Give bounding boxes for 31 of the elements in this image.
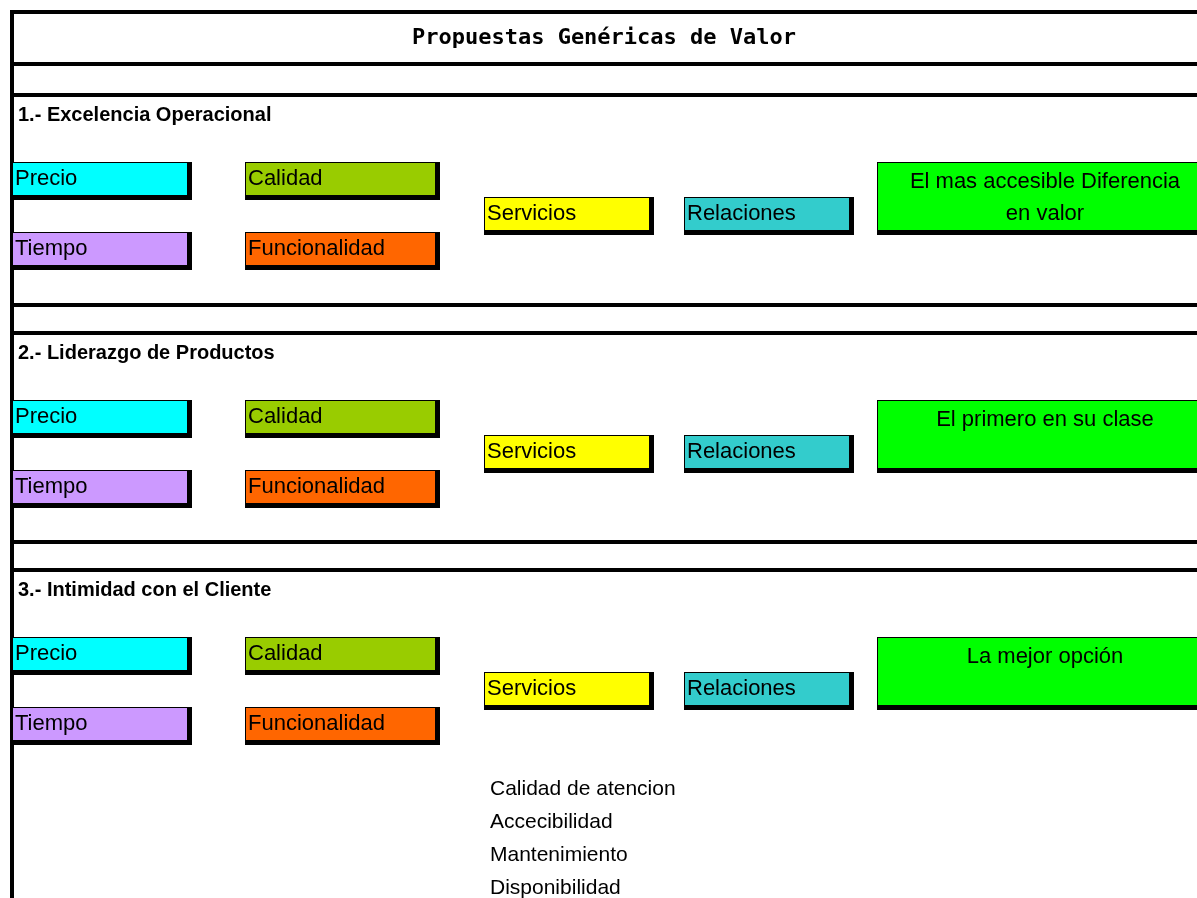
value-attribute-tag: Servicios xyxy=(484,197,654,235)
value-attribute-tag: Precio xyxy=(12,162,192,200)
value-attribute-tag: Tiempo xyxy=(12,232,192,270)
value-attribute-tag: Servicios xyxy=(484,672,654,710)
value-proposition-tag: La mejor opción xyxy=(877,637,1197,710)
value-attribute-tag: Funcionalidad xyxy=(245,232,440,270)
value-proposition-tag: El mas accesible Diferencia en valor xyxy=(877,162,1197,235)
value-attribute-tag: Relaciones xyxy=(684,672,854,710)
section-heading: 3.- Intimidad con el Cliente xyxy=(18,578,272,601)
value-attribute-tag: Funcionalidad xyxy=(245,707,440,745)
value-attribute-tag: Calidad xyxy=(245,162,440,200)
value-attribute-tag: Precio xyxy=(12,400,192,438)
title: Propuestas Genéricas de Valor xyxy=(410,24,798,49)
value-attribute-tag: Tiempo xyxy=(12,707,192,745)
list-item: Calidad de atencion xyxy=(490,776,676,800)
value-attribute-tag: Precio xyxy=(12,637,192,675)
list-item: Mantenimiento xyxy=(490,842,628,866)
value-attribute-tag: Relaciones xyxy=(684,197,854,235)
list-item: Accecibilidad xyxy=(490,809,613,833)
section-heading: 1.- Excelencia Operacional xyxy=(18,103,272,126)
list-item: Disponibilidad xyxy=(490,875,621,898)
value-attribute-tag: Servicios xyxy=(484,435,654,473)
value-attribute-tag: Tiempo xyxy=(12,470,192,508)
section-band xyxy=(10,331,1197,544)
value-proposition-tag: El primero en su clase xyxy=(877,400,1197,473)
value-attribute-tag: Calidad xyxy=(245,637,440,675)
section-heading: 2.- Liderazgo de Productos xyxy=(18,341,275,364)
value-attribute-tag: Relaciones xyxy=(684,435,854,473)
value-attribute-tag: Calidad xyxy=(245,400,440,438)
section-band xyxy=(10,93,1197,307)
value-attribute-tag: Funcionalidad xyxy=(245,470,440,508)
